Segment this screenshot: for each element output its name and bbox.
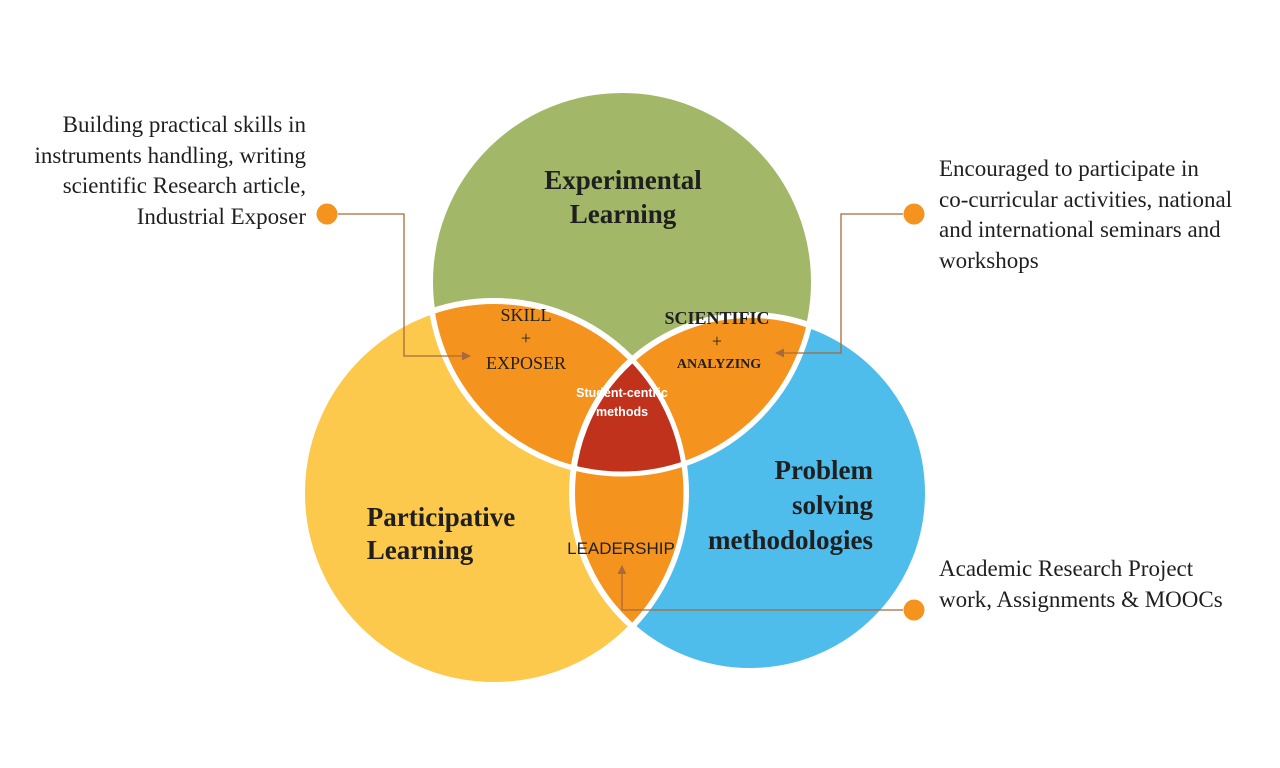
note-top-left: Building practical skills in instruments…	[34, 110, 306, 232]
note-top-left-line: instruments handling, writing	[34, 142, 306, 168]
note-dot-top-left	[316, 203, 338, 225]
problem-label-line1: Problem	[775, 455, 874, 485]
note-top-right-line: workshops	[939, 247, 1039, 273]
note-top-left-line: Building practical skills in	[62, 112, 306, 137]
note-top-left-line: scientific Research article,	[62, 173, 306, 198]
note-top-left-line: Industrial Exposer	[136, 203, 306, 229]
note-top-right-line: co-curricular activities, national	[939, 186, 1233, 212]
exposer-label: EXPOSER	[486, 353, 566, 373]
note-top-right: Encouraged to participate in co-curricul…	[939, 154, 1232, 276]
note-bottom-right-line: Academic Research Project	[939, 556, 1194, 581]
scientific-label: SCIENTIFIC	[664, 308, 769, 328]
student-centric-center	[569, 312, 686, 474]
note-dot-bottom-right	[903, 599, 925, 621]
skill-label: SKILL	[501, 305, 552, 325]
leadership-label: LEADERSHIP	[567, 539, 675, 558]
note-dot-top-right	[903, 203, 925, 225]
note-top-right-line: and international seminars and	[939, 217, 1221, 242]
note-bottom-right: Academic Research Project work, Assignme…	[939, 554, 1223, 615]
experimental-label-line1: Experimental	[544, 165, 702, 195]
problem-label-line3: methodologies	[708, 525, 873, 555]
center-label-line1: Student-centric	[576, 386, 668, 400]
experimental-label-line2: Learning	[570, 199, 677, 229]
connector-top-left	[338, 213, 471, 361]
note-top-right-line: Encouraged to participate in	[939, 156, 1199, 181]
note-bottom-right-line: work, Assignments & MOOCs	[939, 586, 1223, 612]
connector-top-right	[775, 213, 903, 358]
skill-plus-label: +	[521, 328, 531, 348]
center-label-line2: methods	[596, 405, 648, 419]
participative-label-line1: Participative	[367, 502, 515, 532]
connector-bottom-right	[617, 565, 903, 611]
participative-label-line2: Learning	[367, 535, 474, 565]
analyzing-label: ANALYZING	[677, 357, 761, 372]
scientific-plus-label: +	[712, 331, 722, 351]
problem-label-line2: solving	[792, 490, 874, 520]
